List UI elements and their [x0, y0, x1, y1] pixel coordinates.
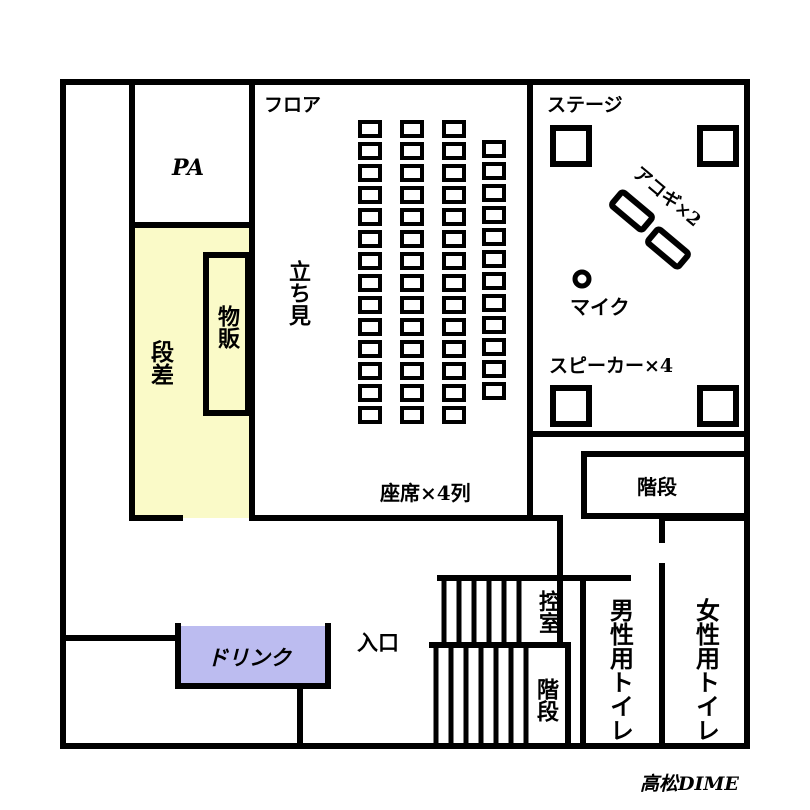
outer-wall — [60, 79, 750, 749]
seat — [400, 230, 424, 248]
seat — [358, 230, 382, 248]
seat — [400, 120, 424, 138]
seat — [400, 208, 424, 226]
drink-area-walls — [60, 623, 331, 749]
entrance-label: 入口 — [357, 630, 399, 655]
seat — [358, 318, 382, 336]
seat — [442, 252, 466, 270]
standing-label: 立ち見 — [285, 259, 311, 327]
speaker-icon — [697, 385, 739, 427]
acoustic-label: アコギ×2 — [629, 163, 705, 232]
seat — [400, 142, 424, 160]
womens-toilet-label: 女性用トイレ — [692, 597, 721, 742]
step-label: 段差 — [147, 339, 175, 386]
seat — [442, 230, 466, 248]
seat — [442, 362, 466, 380]
seat — [358, 120, 382, 138]
seat — [482, 316, 506, 334]
mic-icon — [572, 269, 592, 289]
seat — [358, 384, 382, 402]
seat — [482, 294, 506, 312]
pa-booth-wall — [129, 79, 255, 521]
pa-label: PA — [171, 155, 204, 181]
seat — [400, 362, 424, 380]
seat — [358, 406, 382, 424]
speaker-icon — [550, 125, 592, 167]
seat — [442, 186, 466, 204]
seat — [400, 406, 424, 424]
seat — [442, 340, 466, 358]
floor-label: フロア — [264, 94, 321, 116]
mens-toilet-label: 男性用トイレ — [606, 598, 635, 742]
seat — [442, 208, 466, 226]
seat — [358, 296, 382, 314]
lower-stair-walls — [429, 575, 631, 749]
seat — [400, 340, 424, 358]
seat — [442, 142, 466, 160]
seat — [482, 250, 506, 268]
seat — [482, 162, 506, 180]
speakers-label: スピーカー×4 — [549, 355, 673, 377]
stair-treads-lower — [433, 645, 529, 746]
seat — [482, 228, 506, 246]
toilet-walls — [580, 515, 750, 749]
seat — [400, 274, 424, 292]
seat — [442, 120, 466, 138]
step-area — [130, 228, 250, 518]
merch-counter — [203, 252, 251, 416]
stair-treads-upper — [441, 578, 522, 645]
seat — [442, 296, 466, 314]
seat — [358, 340, 382, 358]
speaker-icon — [550, 385, 592, 427]
mic-label: マイク — [570, 295, 630, 319]
seat — [442, 274, 466, 292]
seat — [442, 406, 466, 424]
seat — [482, 206, 506, 224]
seat — [482, 338, 506, 356]
seat — [358, 186, 382, 204]
drink-label: ドリンク — [207, 645, 293, 670]
seat — [442, 318, 466, 336]
seat — [442, 164, 466, 182]
seat — [400, 318, 424, 336]
seat — [358, 252, 382, 270]
seat — [482, 140, 506, 158]
guitar-icon — [645, 226, 691, 270]
seat — [358, 362, 382, 380]
seat — [400, 252, 424, 270]
stairs-lower-label: 階段 — [533, 678, 559, 723]
seat — [482, 184, 506, 202]
seat — [482, 272, 506, 290]
seat — [400, 164, 424, 182]
stage-label: ステージ — [547, 94, 623, 116]
seat — [482, 382, 506, 400]
drink-counter — [178, 626, 328, 686]
seat — [358, 164, 382, 182]
seat — [400, 186, 424, 204]
guitar-icon — [609, 189, 655, 233]
merch-label: 物販 — [214, 304, 240, 350]
seat — [358, 208, 382, 226]
seat — [400, 296, 424, 314]
venue-name: 高松DIME — [640, 773, 739, 795]
speaker-icon — [697, 125, 739, 167]
seats-label: 座席×4列 — [380, 481, 471, 505]
green-room-label: 控室 — [535, 589, 561, 634]
seat — [400, 384, 424, 402]
seat — [358, 142, 382, 160]
seat — [482, 360, 506, 378]
seat-grid — [358, 120, 506, 424]
seat — [358, 274, 382, 292]
seat — [442, 384, 466, 402]
stairs-upper-label: 階段 — [637, 475, 677, 499]
